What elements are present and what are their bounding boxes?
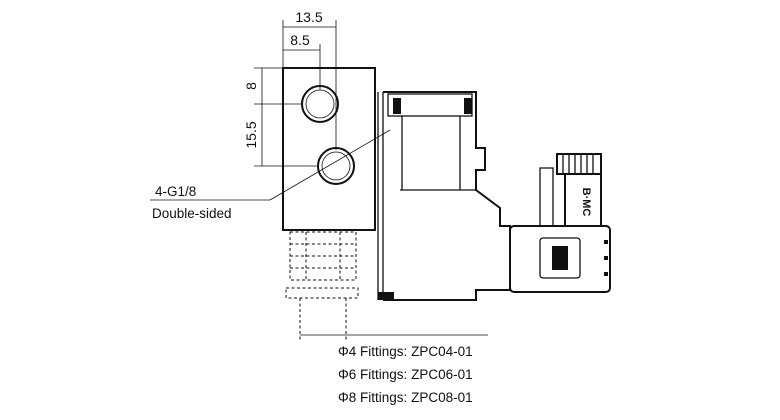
fitting-size: Φ6 Fittings (338, 367, 404, 382)
fitting-outline (285, 231, 359, 340)
fitting-row: Φ4 Fittings: ZPC04-01 (338, 344, 473, 359)
lower-port-inner (321, 151, 351, 181)
fittings-list: Φ4 Fittings: ZPC04-01 Φ6 Fittings: ZPC06… (338, 344, 473, 405)
fitting-separator: : (404, 367, 408, 382)
fitting-separator: : (404, 344, 408, 359)
upper-port-inner (305, 89, 335, 119)
dim-8-5: 8.5 (290, 32, 310, 48)
fitting-row: Φ8 Fittings: ZPC08-01 (338, 390, 473, 405)
fitting-size: Φ8 Fittings (338, 390, 404, 405)
fitting-code: ZPC06-01 (411, 367, 473, 382)
fitting-separator: : (404, 390, 408, 405)
port-thread-label: 4-G1/8 (155, 184, 196, 199)
double-sided-label: Double-sided (152, 206, 232, 221)
fitting-code: ZPC08-01 (411, 390, 473, 405)
bmc-logo: B·MC (580, 188, 592, 217)
fitting-size: Φ4 Fittings (338, 344, 404, 359)
solenoid-housing (377, 91, 511, 301)
dim-8: 8 (243, 82, 259, 90)
fitting-code: ZPC04-01 (411, 344, 473, 359)
dim-13-5: 13.5 (295, 9, 322, 25)
lower-port (317, 147, 355, 185)
valve-body (282, 67, 376, 231)
note-leader (269, 129, 391, 201)
upper-port (301, 85, 339, 123)
din-connector (509, 153, 611, 293)
dim-15-5: 15.5 (243, 121, 259, 148)
fitting-row: Φ6 Fittings: ZPC06-01 (338, 367, 473, 382)
